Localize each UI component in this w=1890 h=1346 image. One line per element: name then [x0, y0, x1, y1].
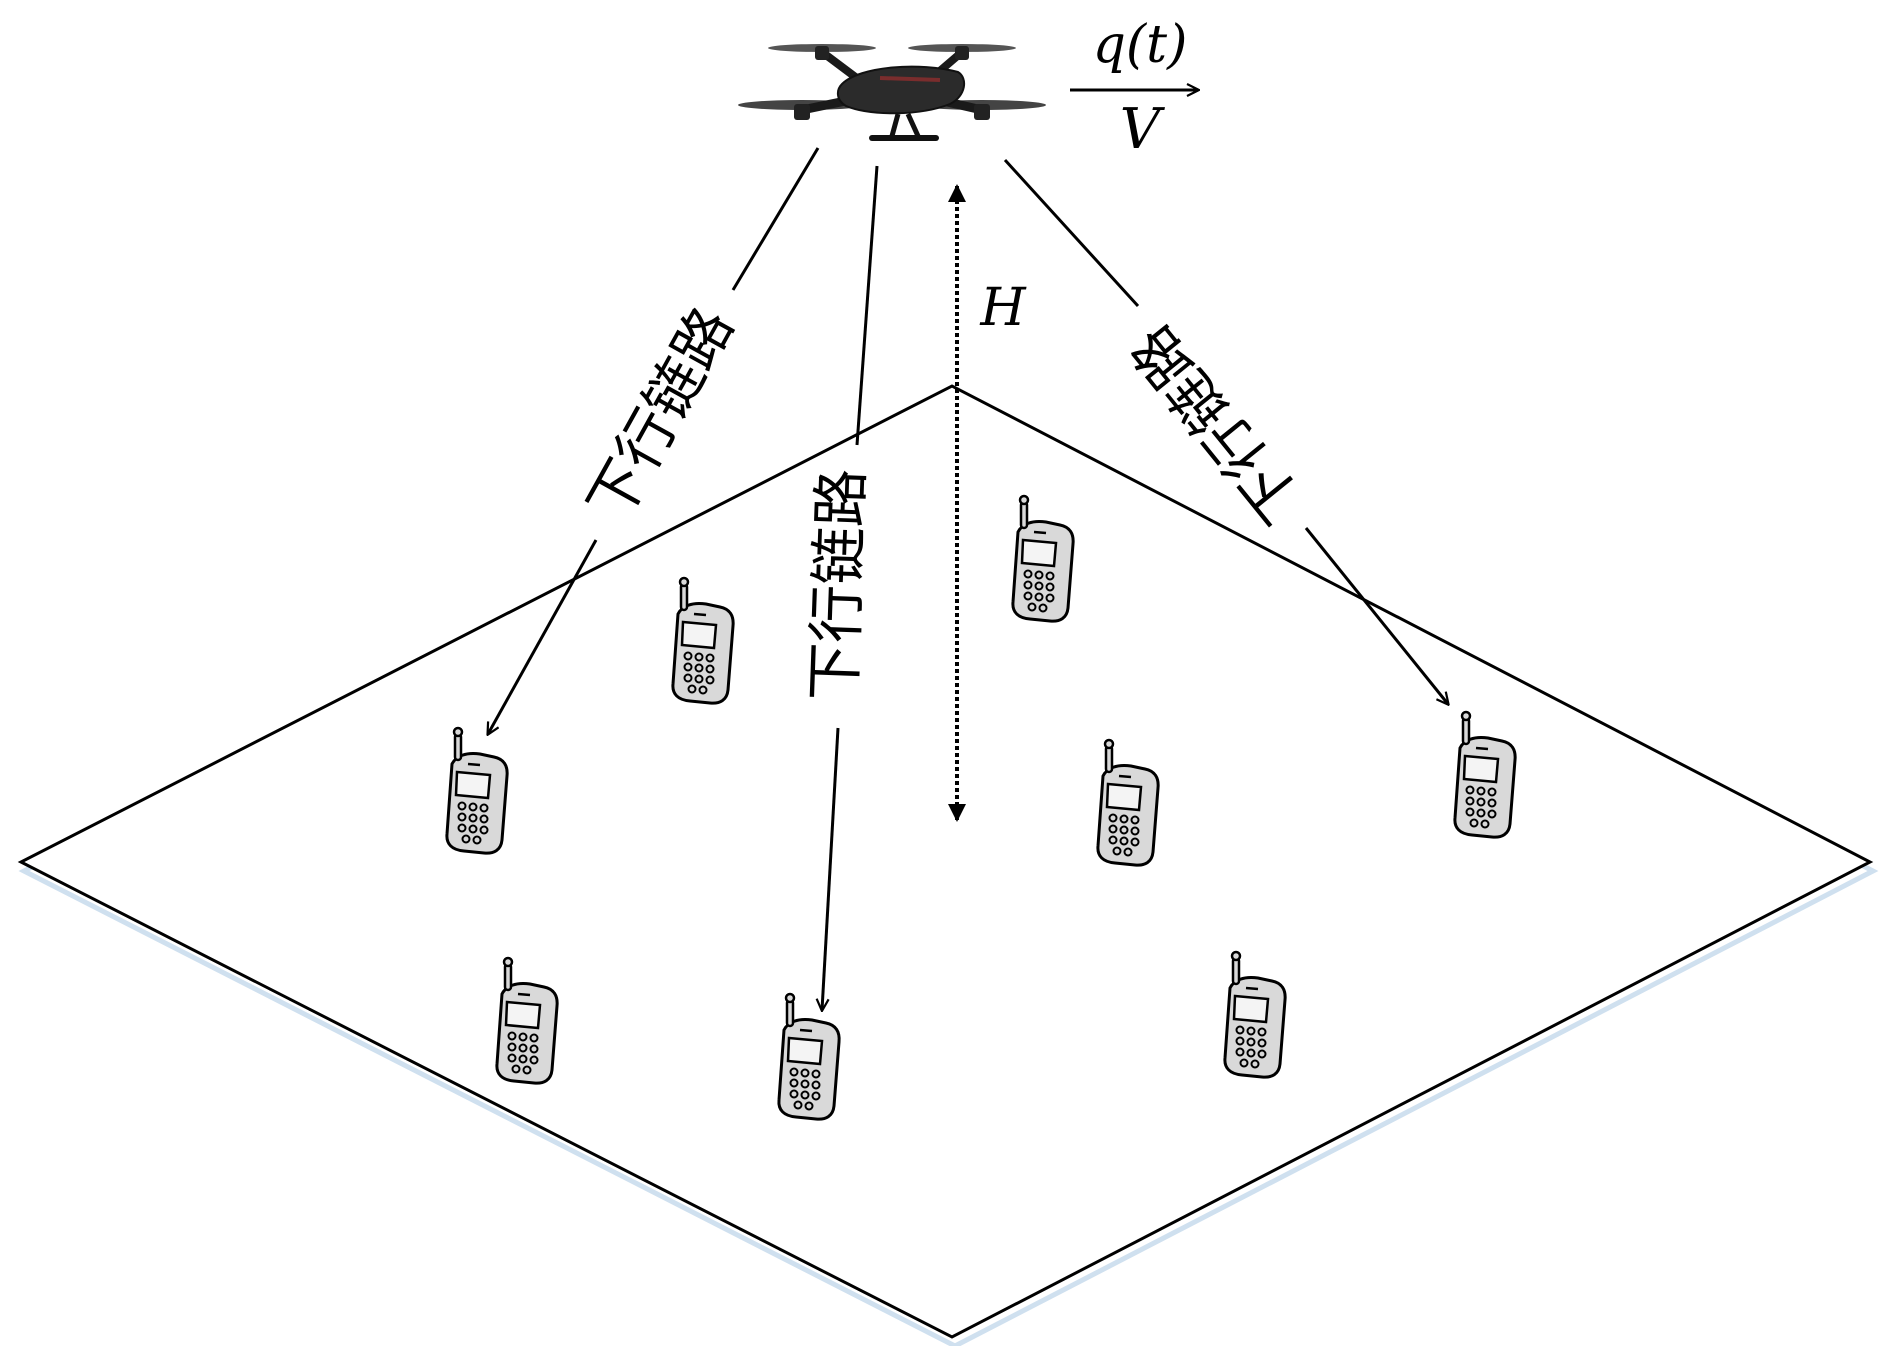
downlink-middle: 下行链路	[800, 165, 879, 1010]
ground-plane	[17, 384, 1879, 1346]
downlink-middle-label: 下行链路	[800, 468, 876, 702]
velocity-label: V	[1120, 97, 1166, 162]
height-label: H	[979, 278, 1027, 338]
uav-icon	[738, 44, 1046, 141]
trajectory-label: q(t)	[1093, 15, 1188, 75]
downlink-left-label: 下行链路	[575, 296, 747, 532]
